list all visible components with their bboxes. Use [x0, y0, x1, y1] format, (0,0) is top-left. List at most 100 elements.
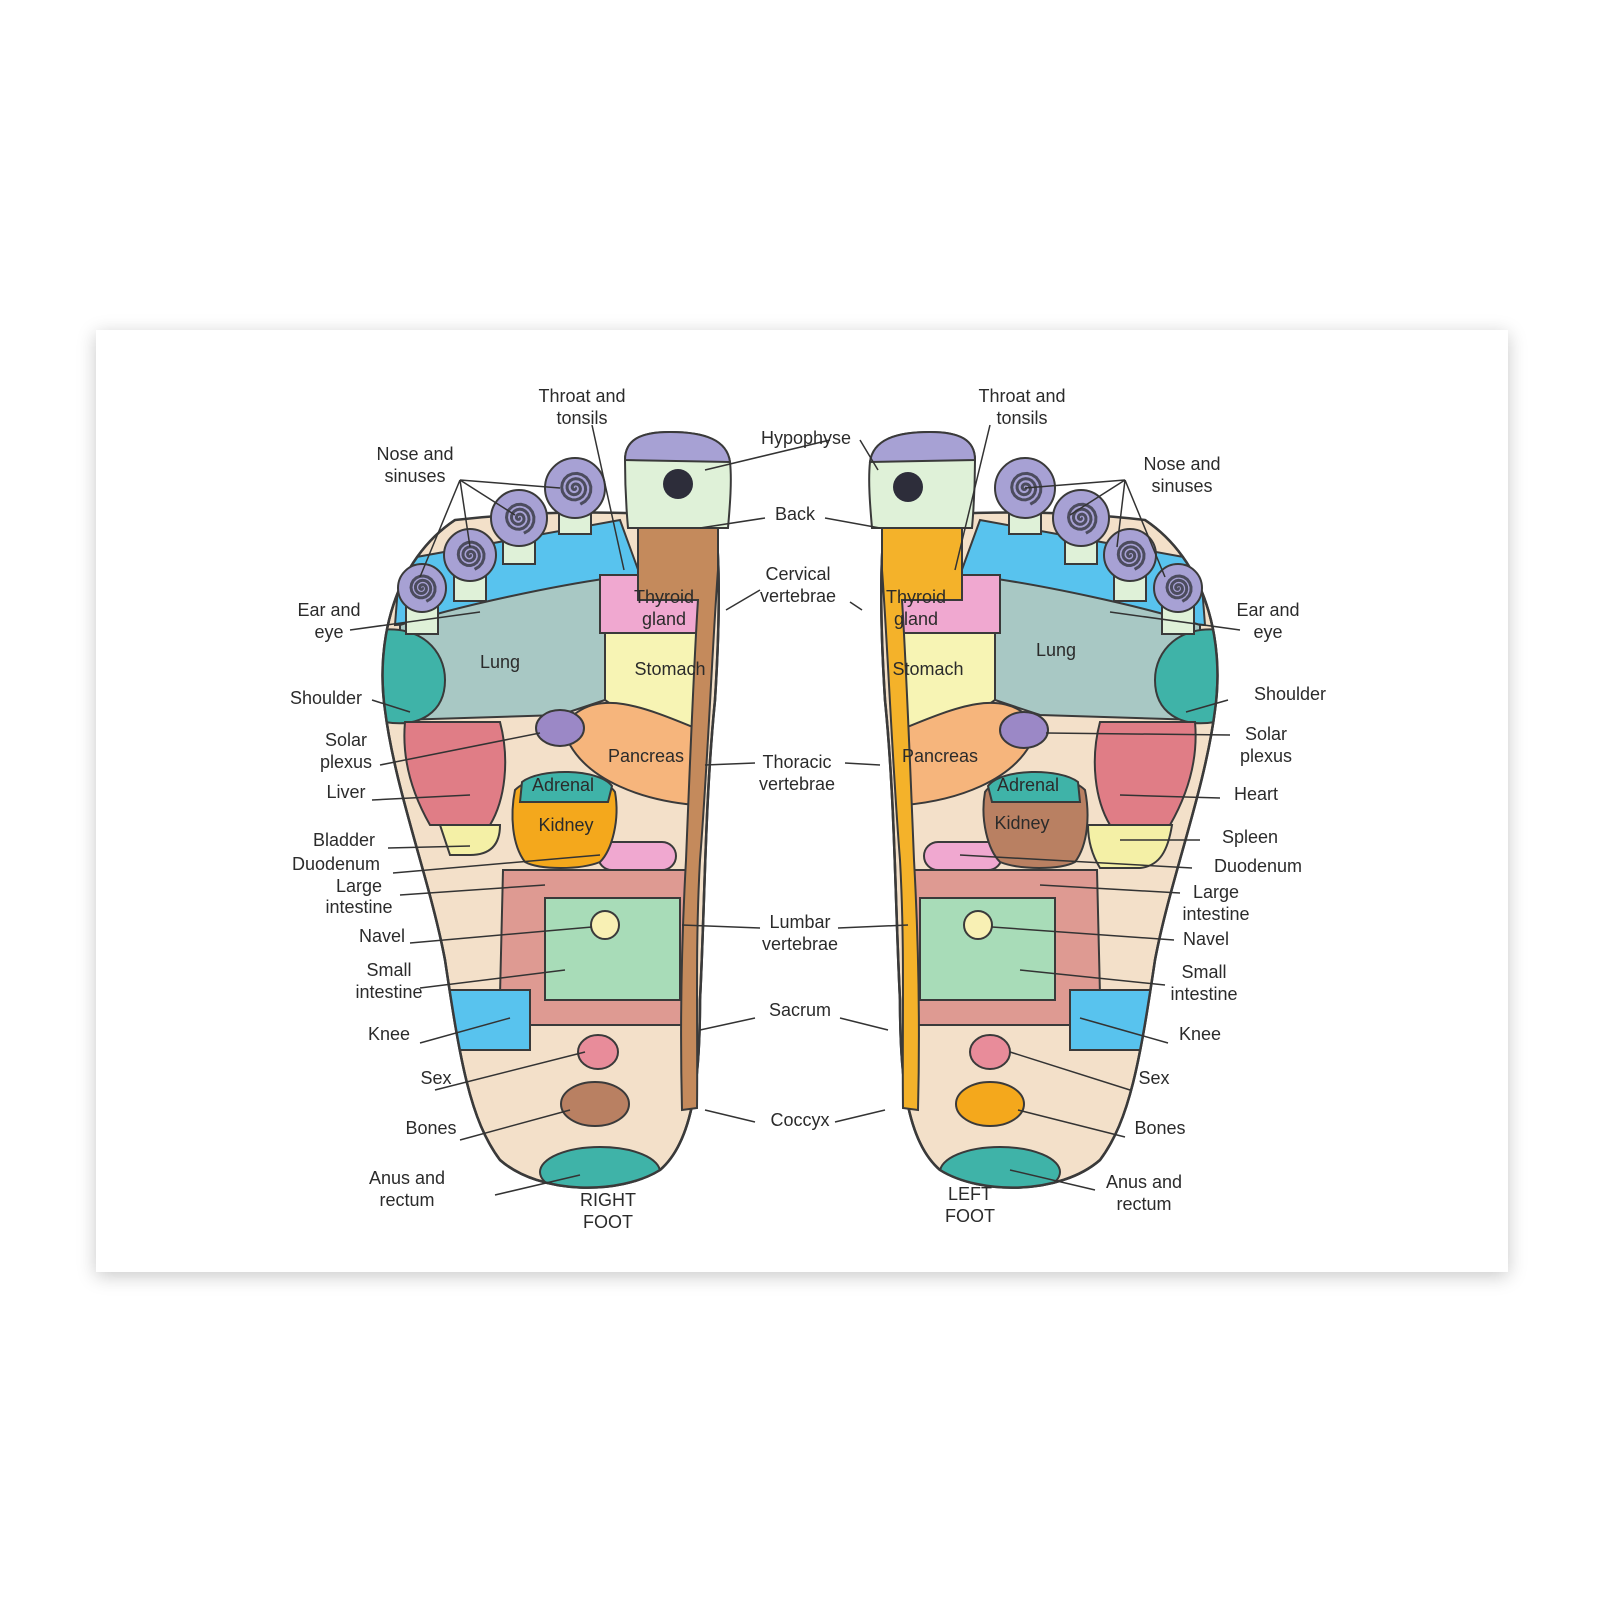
label-solar-plexus-right-2: plexus [320, 752, 372, 772]
left-toe-3-sinus-spiral [1066, 502, 1098, 535]
left-pancreas-label: Pancreas [902, 746, 978, 766]
right-sex-zone [577, 1034, 619, 1070]
left-hypophyse-dot [893, 472, 923, 502]
label-throat-tonsils-left-2: tonsils [996, 408, 1047, 428]
label-small-intestine-right-2: intestine [355, 982, 422, 1002]
right-thyroid-label-1: Thyroid [634, 587, 694, 607]
left-toe-2 [994, 457, 1056, 535]
right-toe-4 [443, 528, 497, 602]
label-solar-plexus-right-1: Solar [325, 730, 367, 750]
label-shoulder-right: Shoulder [290, 688, 362, 708]
left-toe-3 [1052, 489, 1110, 565]
label-sex-right: Sex [420, 1068, 451, 1088]
label-large-intestine-left-1: Large [1193, 882, 1239, 902]
label-throat-tonsils-right-2: tonsils [556, 408, 607, 428]
right-spine-zone [637, 527, 719, 1112]
label-coccyx: Coccyx [770, 1110, 829, 1130]
label-large-intestine-right-1: Large [336, 876, 382, 896]
label-anus-right-2: rectum [379, 1190, 434, 1210]
left-toe-5 [1153, 563, 1203, 635]
label-duodenum-left: Duodenum [1214, 856, 1302, 876]
left-bones-zone [955, 1081, 1025, 1127]
label-knee-left: Knee [1179, 1024, 1221, 1044]
label-back: Back [775, 504, 816, 524]
right-small-intestine-zone [544, 897, 681, 1001]
right-adrenal-zone [518, 770, 614, 803]
right-solar-plexus-zone [535, 709, 585, 747]
left-kidney-label: Kidney [994, 813, 1049, 833]
left-sex-zone [969, 1034, 1011, 1070]
poster-card [96, 330, 1508, 1272]
outer-labels: Throat and tonsils Nose and sinuses Hypo… [290, 386, 1326, 1232]
label-heart: Heart [1234, 784, 1278, 804]
left-toe-5-sinus-spiral [1165, 574, 1193, 603]
right-thyroid-label-2: gland [642, 609, 686, 629]
right-pancreas-label: Pancreas [608, 746, 684, 766]
left-navel-zone [963, 910, 993, 940]
label-thoracic-1: Thoracic [762, 752, 831, 772]
label-sacrum: Sacrum [769, 1000, 831, 1020]
label-throat-tonsils-left-1: Throat and [978, 386, 1065, 406]
label-cervical-1: Cervical [765, 564, 830, 584]
label-solar-plexus-left-2: plexus [1240, 746, 1292, 766]
label-left-foot-1: LEFT [948, 1184, 992, 1204]
label-hypophyse: Hypophyse [761, 428, 851, 448]
label-liver: Liver [326, 782, 365, 802]
left-solar-plexus-zone [999, 711, 1049, 749]
right-foot-outline [381, 518, 720, 1189]
right-lung-label: Lung [480, 652, 520, 672]
label-shoulder-left: Shoulder [1254, 684, 1326, 704]
right-toe-2 [544, 457, 606, 535]
left-small-intestine-zone [919, 897, 1056, 1001]
label-anus-left-1: Anus and [1106, 1172, 1182, 1192]
zone-labels: Lung Thyroid gland Stomach Pancreas Adre… [480, 587, 1076, 835]
label-nose-sinuses-right-2: sinuses [384, 466, 445, 486]
label-throat-tonsils-right-1: Throat and [538, 386, 625, 406]
label-ear-eye-right-2: eye [314, 622, 343, 642]
left-adrenal-zone [986, 770, 1082, 803]
label-left-foot-2: FOOT [945, 1206, 995, 1226]
left-foot [868, 430, 1219, 1189]
label-nose-sinuses-left-1: Nose and [1143, 454, 1220, 474]
label-bladder: Bladder [313, 830, 375, 850]
right-foot [381, 430, 732, 1189]
right-stomach-label: Stomach [634, 659, 705, 679]
label-bones-right: Bones [405, 1118, 456, 1138]
left-toe-2-sinus-spiral [1010, 471, 1043, 506]
label-right-foot-1: RIGHT [580, 1190, 636, 1210]
right-kidney-label: Kidney [538, 815, 593, 835]
left-big-toe-tip [868, 430, 977, 464]
label-small-intestine-right-1: Small [366, 960, 411, 980]
label-knee-right: Knee [368, 1024, 410, 1044]
label-thoracic-2: vertebrae [759, 774, 835, 794]
label-ear-eye-left-1: Ear and [1236, 600, 1299, 620]
label-cervical-2: vertebrae [760, 586, 836, 606]
right-toe-4-sinus-spiral [456, 540, 486, 571]
label-large-intestine-left-2: intestine [1182, 904, 1249, 924]
label-anus-right-1: Anus and [369, 1168, 445, 1188]
label-navel-left: Navel [1183, 929, 1229, 949]
label-spleen: Spleen [1222, 827, 1278, 847]
label-solar-plexus-left-1: Solar [1245, 724, 1287, 744]
left-spine-zone [881, 527, 963, 1112]
left-thyroid-label-2: gland [894, 609, 938, 629]
right-navel-zone [590, 910, 620, 940]
label-duodenum-right: Duodenum [292, 854, 380, 874]
left-lung-label: Lung [1036, 640, 1076, 660]
right-toe-3 [490, 489, 548, 565]
label-small-intestine-left-2: intestine [1170, 984, 1237, 1004]
right-bladder-zone [438, 824, 502, 856]
label-lumbar-2: vertebrae [762, 934, 838, 954]
label-navel-right: Navel [359, 926, 405, 946]
right-bones-zone [560, 1081, 630, 1127]
left-foot-outline [880, 518, 1219, 1189]
right-adrenal-label: Adrenal [532, 775, 594, 795]
left-stomach-label: Stomach [892, 659, 963, 679]
label-sex-left: Sex [1138, 1068, 1169, 1088]
right-toe-2-sinus-spiral [560, 471, 593, 506]
label-right-foot-2: FOOT [583, 1212, 633, 1232]
left-adrenal-label: Adrenal [997, 775, 1059, 795]
label-small-intestine-left-1: Small [1181, 962, 1226, 982]
label-ear-eye-left-2: eye [1253, 622, 1282, 642]
